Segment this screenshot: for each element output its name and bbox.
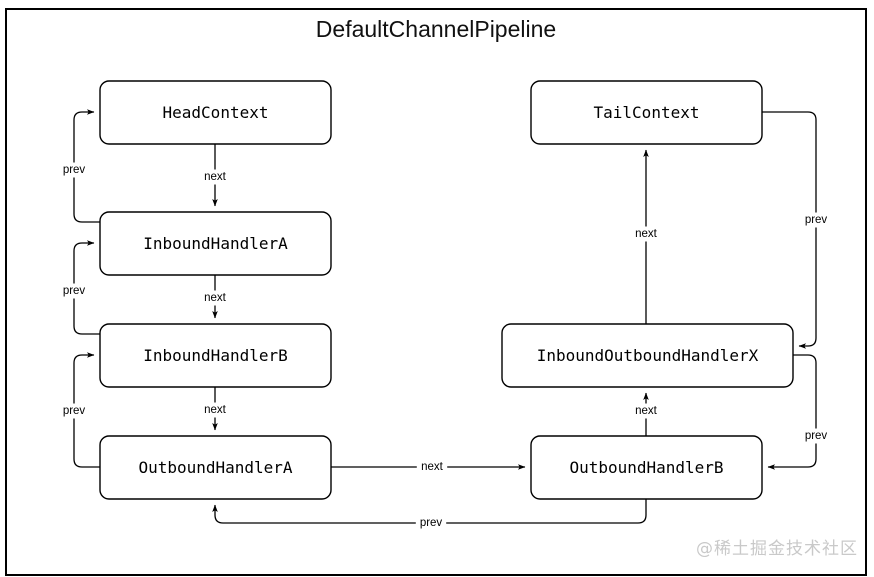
- node-box[interactable]: [99, 435, 332, 500]
- edge-label-backdrop: [416, 459, 448, 475]
- node-box[interactable]: [530, 435, 763, 500]
- node-box[interactable]: [99, 211, 332, 276]
- edge-label-backdrop: [199, 402, 231, 418]
- edge-label: next: [635, 228, 658, 240]
- edge-outA-next-outB: next: [331, 459, 526, 475]
- edge-line: [762, 111, 817, 349]
- node-outB[interactable]: OutboundHandlerB: [530, 435, 763, 500]
- edge-label-backdrop: [630, 403, 662, 419]
- edge-outA-prev-inB: prev: [58, 352, 100, 468]
- node-label: InboundHandlerB: [143, 346, 288, 365]
- edge-label: prev: [63, 405, 86, 417]
- page-title: DefaultChannelPipeline: [316, 16, 556, 42]
- edge-inA-next-inB: next: [199, 275, 231, 319]
- node-tail[interactable]: TailContext: [530, 80, 763, 145]
- node-box[interactable]: [501, 323, 794, 388]
- edge-label-backdrop: [630, 226, 662, 242]
- edge-label: next: [204, 404, 227, 416]
- edge-inoutX-prev-outB: prev: [767, 354, 832, 470]
- node-label: InboundOutboundHandlerX: [537, 346, 759, 365]
- node-outA[interactable]: OutboundHandlerA: [99, 435, 332, 500]
- edge-label-backdrop: [58, 283, 90, 299]
- node-box[interactable]: [99, 80, 332, 145]
- node-label: OutboundHandlerB: [569, 458, 723, 477]
- edges-layer: next prev next prev next prev next prev next prev…: [58, 109, 832, 531]
- edge-label: next: [421, 461, 444, 473]
- edge-label: next: [204, 292, 227, 304]
- edge-label: prev: [63, 164, 86, 176]
- edge-label-backdrop: [199, 290, 231, 306]
- edge-inoutX-next-tail: next: [630, 149, 662, 324]
- node-head[interactable]: HeadContext: [99, 80, 332, 145]
- edge-label: prev: [420, 517, 443, 529]
- node-box[interactable]: [99, 323, 332, 388]
- edge-label: next: [635, 405, 658, 417]
- edge-inB-prev-inA: prev: [58, 240, 100, 335]
- node-label: InboundHandlerA: [143, 234, 288, 253]
- edge-label: prev: [63, 285, 86, 297]
- edge-label-backdrop: [199, 169, 231, 185]
- edge-label: next: [204, 171, 227, 183]
- edge-label-backdrop: [58, 403, 90, 419]
- edge-inA-prev-head: prev: [58, 109, 100, 223]
- edge-inB-next-outA: next: [199, 387, 231, 431]
- node-inoutX[interactable]: InboundOutboundHandlerX: [501, 323, 794, 388]
- edge-label-backdrop: [800, 212, 832, 228]
- edge-label-backdrop: [415, 515, 447, 531]
- edge-outB-next-inoutX: next: [630, 392, 662, 436]
- node-inB[interactable]: InboundHandlerB: [99, 323, 332, 388]
- edge-outB-prev-outA: prev: [212, 499, 647, 531]
- watermark: @稀土掘金技术社区: [696, 539, 858, 559]
- node-label: OutboundHandlerA: [138, 458, 292, 477]
- edge-label: prev: [805, 214, 828, 226]
- edge-label-backdrop: [58, 162, 90, 178]
- node-box[interactable]: [530, 80, 763, 145]
- edge-label: prev: [805, 430, 828, 442]
- edge-line: [767, 354, 817, 470]
- edge-head-next-inA: next: [199, 144, 231, 207]
- node-label: HeadContext: [163, 103, 269, 122]
- node-label: TailContext: [594, 103, 700, 122]
- edge-label-backdrop: [800, 428, 832, 444]
- node-inA[interactable]: InboundHandlerA: [99, 211, 332, 276]
- edge-tail-prev-inoutX: prev: [762, 111, 832, 349]
